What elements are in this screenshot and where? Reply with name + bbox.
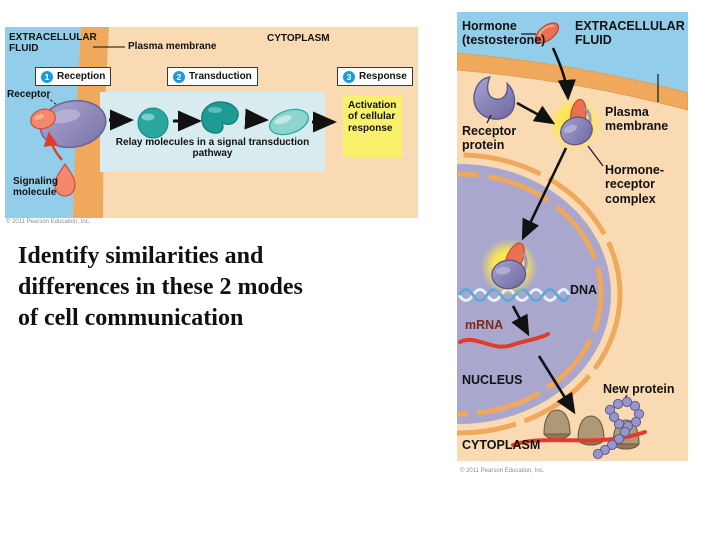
question-line: Identify similarities and bbox=[18, 243, 264, 269]
step-number-badge: 2 bbox=[173, 70, 185, 83]
plasma-membrane-label: Plasma membrane bbox=[128, 41, 217, 52]
relay-molecule-1 bbox=[137, 107, 169, 139]
cytoplasm-label: CYTOPLASM bbox=[462, 438, 541, 452]
step-box-response: 3 Response bbox=[337, 67, 413, 86]
step-number-badge: 1 bbox=[41, 70, 53, 83]
step-number-badge: 3 bbox=[343, 70, 355, 83]
nucleus-label: NUCLEUS bbox=[462, 373, 523, 387]
mrna-strand bbox=[458, 332, 550, 349]
relay-caption: Relay molecules in a signal transduction… bbox=[115, 137, 310, 160]
step-box-reception: 1 Reception bbox=[35, 67, 112, 86]
step-label: Transduction bbox=[189, 71, 252, 82]
right-diagram-credit: © 2011 Pearson Education, Inc. bbox=[460, 468, 545, 474]
left-diagram-credit: © 2011 Pearson Education, Inc. bbox=[6, 219, 91, 225]
dna-label: DNA bbox=[570, 283, 598, 297]
hormone-molecule bbox=[534, 22, 560, 44]
question-line: differences in these 2 modes bbox=[18, 274, 303, 300]
activation-label: Activation of cellular response bbox=[348, 100, 397, 134]
nuclear-envelope-inner bbox=[457, 171, 604, 417]
question-line: of cell communication bbox=[18, 305, 244, 331]
receptor-pointer bbox=[46, 96, 59, 107]
signaling-molecule-label: Signaling molecule bbox=[13, 176, 58, 199]
label-pointer-lines bbox=[486, 33, 659, 404]
nuclear-envelope-outer bbox=[457, 152, 623, 436]
hormone-label: Hormone (testosterone) bbox=[462, 19, 546, 48]
dna-helix bbox=[457, 288, 571, 302]
process-arrows bbox=[511, 47, 576, 415]
receptor-protein-label: Receptor protein bbox=[462, 124, 517, 153]
extracellular-fluid-label: EXTRACELLULAR FLUID bbox=[575, 19, 685, 48]
new-protein-label: New protein bbox=[603, 382, 675, 396]
receptor-protein-shape bbox=[473, 76, 516, 120]
question-text: Identify similarities and differences in… bbox=[18, 241, 408, 334]
step-label: Reception bbox=[57, 71, 106, 82]
binding-arrow bbox=[43, 131, 63, 161]
activation-box bbox=[343, 95, 402, 157]
mrna-label: mRNA bbox=[465, 318, 504, 332]
steroid-hormone-diagram: Hormone (testosterone) EXTRACELLULAR FLU… bbox=[457, 12, 688, 461]
cytoplasm-label: CYTOPLASM bbox=[267, 33, 330, 44]
hormone-receptor-complex-label: Hormone- receptor complex bbox=[605, 163, 665, 206]
signaling-molecule-shape bbox=[54, 162, 76, 197]
mrna-in-cytoplasm bbox=[511, 430, 647, 447]
steroid-hormone-graphics bbox=[457, 12, 688, 461]
receptor-label: Receptor bbox=[7, 89, 51, 100]
step-label: Response bbox=[359, 71, 407, 82]
bound-signaling-molecule bbox=[30, 108, 56, 130]
extracellular-fluid-label: EXTRACELLULAR FLUID bbox=[9, 32, 97, 55]
step-box-transduction: 2 Transduction bbox=[167, 67, 258, 86]
extracellular-fluid-region bbox=[457, 12, 688, 93]
relay-molecule-2 bbox=[201, 101, 239, 134]
signal-transduction-diagram: EXTRACELLULAR FLUID Plasma membrane CYTO… bbox=[5, 27, 418, 218]
plasma-membrane-label: Plasma membrane bbox=[605, 105, 669, 134]
new-protein-chain bbox=[592, 396, 645, 460]
relay-molecule-3 bbox=[268, 108, 310, 136]
pathway-arrows bbox=[109, 108, 337, 133]
nucleus-region bbox=[457, 164, 611, 424]
